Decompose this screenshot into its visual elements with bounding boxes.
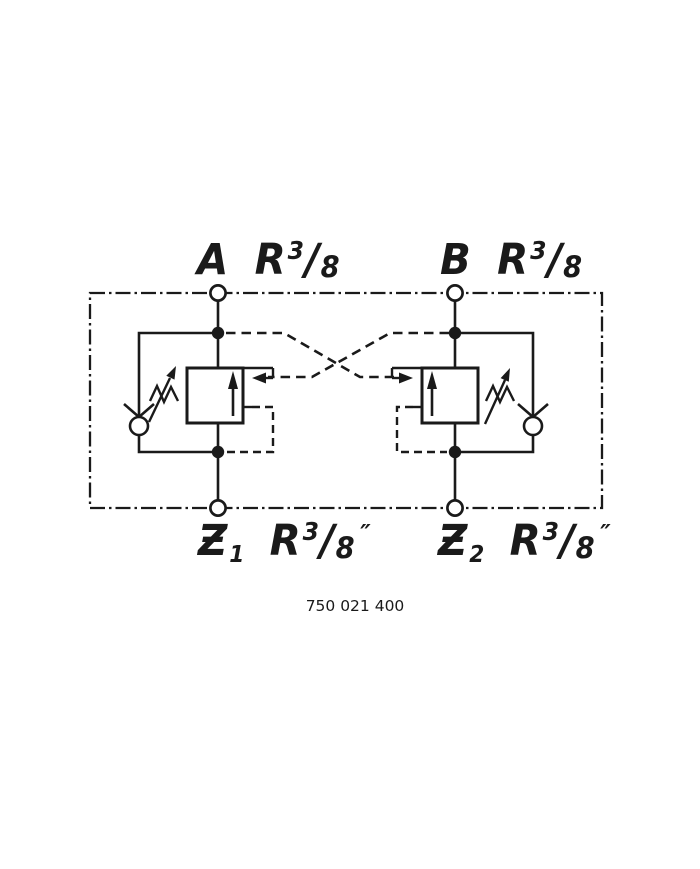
check-valve-branch-right — [455, 331, 549, 454]
thread-letter: R — [269, 516, 302, 566]
check-seat-right — [532, 403, 549, 418]
drain-dashed — [226, 405, 275, 454]
junction-dot — [448, 326, 462, 340]
junction-dot — [211, 326, 225, 340]
pilot-port-connector — [390, 366, 422, 384]
port-circles — [209, 284, 464, 517]
port-a-circle — [209, 284, 227, 302]
adjust-arrow-shaft — [147, 377, 172, 423]
junction-dots — [211, 326, 462, 459]
frac-numerator: 3 — [530, 236, 548, 265]
port-letter: Ƶ — [438, 516, 469, 566]
arrow-head — [427, 371, 437, 389]
port-b-circle — [446, 284, 464, 302]
thread-letter: R — [509, 516, 542, 566]
pilot-arrow-icon — [252, 372, 266, 384]
pilot-line-a-to-right-valve — [226, 331, 394, 379]
check-valve-icon — [517, 403, 549, 437]
adjust-arrow-head — [166, 366, 176, 380]
unit-mark: ″ — [360, 519, 372, 548]
check-valve-branch-left — [123, 331, 218, 454]
frac-numerator: 3 — [287, 236, 305, 265]
check-seat-left — [123, 403, 140, 418]
valve-body — [420, 366, 480, 425]
branch-line — [137, 331, 218, 454]
port-letter: B — [440, 235, 472, 285]
adjust-arrow-head — [500, 368, 510, 382]
junction-dot — [211, 445, 225, 459]
valve-body — [185, 366, 245, 425]
relief-valve-left — [147, 366, 275, 425]
relief-valve-right — [390, 366, 516, 425]
frac-denominator: 8 — [563, 250, 584, 284]
pilot-port-connector — [243, 366, 275, 384]
flow-arrow-icon — [228, 371, 238, 416]
frac-denominator: 8 — [335, 531, 356, 565]
spring-zigzag — [484, 383, 516, 405]
branch-line — [455, 331, 535, 454]
adjust-arrow-shaft — [483, 379, 507, 425]
port-z1-circle — [209, 499, 227, 517]
arrow-head — [228, 371, 238, 389]
check-ball — [128, 415, 150, 437]
check-seat-right — [138, 403, 155, 418]
port-sub: 1 — [229, 542, 246, 568]
thread-letter: R — [254, 235, 287, 285]
port-z2-circle — [446, 499, 464, 517]
thread-letter: R — [497, 235, 530, 285]
frac-numerator: 3 — [542, 517, 560, 546]
unit-mark: ″ — [600, 519, 612, 548]
adjustable-spring-icon — [147, 366, 180, 423]
drain-dashed — [395, 405, 447, 454]
flow-arrow-icon — [427, 371, 437, 416]
check-seat-left — [517, 403, 534, 418]
enclosure-boundary-dashdot — [88, 291, 604, 510]
port-letter: A — [197, 235, 230, 285]
pilot-line-b-to-left-valve — [268, 331, 449, 379]
frac-denominator: 8 — [320, 250, 341, 284]
part-number: 750 021 400 — [305, 597, 405, 615]
port-sub: 2 — [469, 542, 486, 568]
port-letter: Ƶ — [198, 516, 229, 566]
check-valve-icon — [123, 403, 155, 437]
frac-numerator: 3 — [302, 517, 320, 546]
junction-dot — [448, 445, 462, 459]
check-ball — [522, 415, 544, 437]
adjustable-spring-icon — [483, 368, 516, 425]
flow-lines — [216, 293, 457, 508]
frac-denominator: 8 — [575, 531, 596, 565]
pilot-arrow-icon — [399, 372, 413, 384]
spring-zigzag — [148, 383, 180, 405]
